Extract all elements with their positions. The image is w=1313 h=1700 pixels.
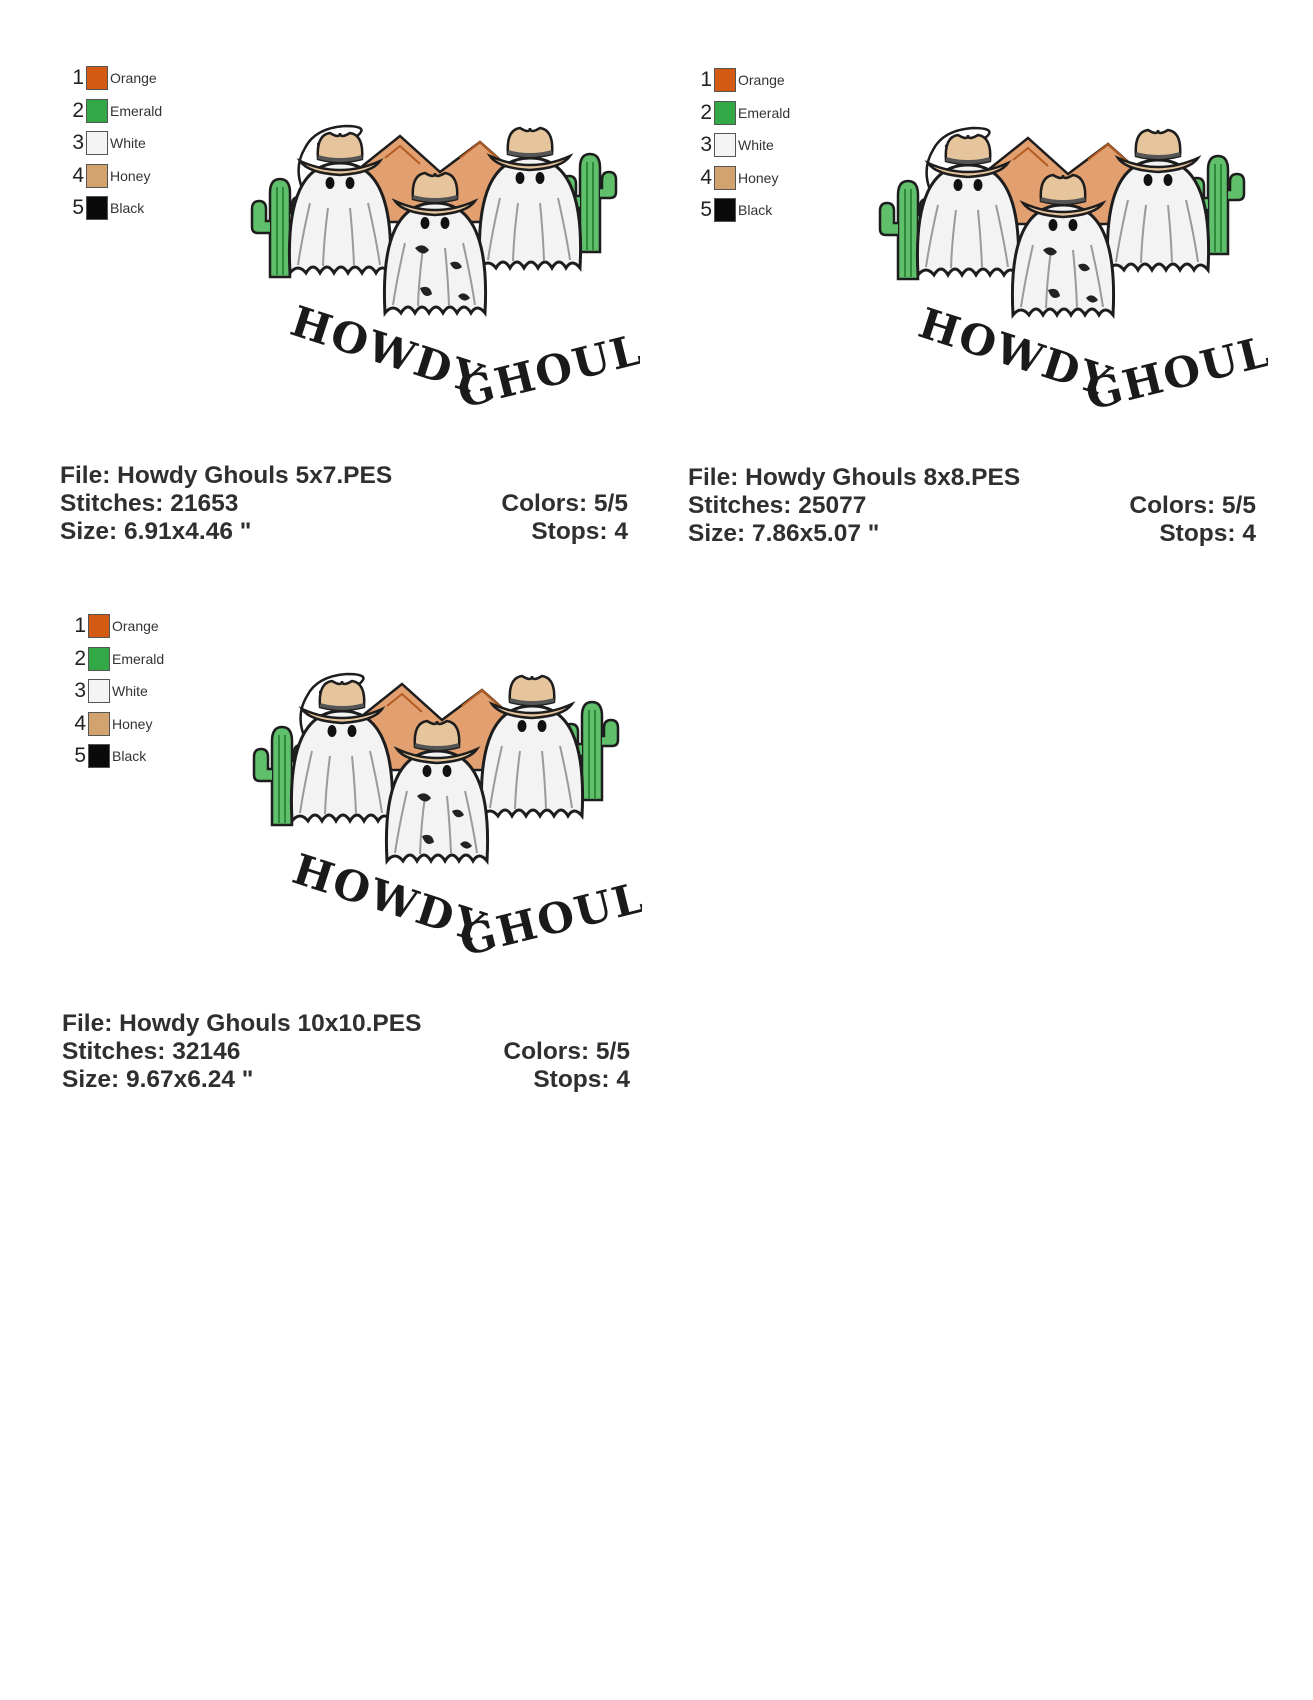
color-name: Honey xyxy=(738,169,779,186)
white-swatch xyxy=(86,131,108,156)
howdy-ghouls-embroidery-image xyxy=(240,58,640,453)
legend-row: 1 Orange xyxy=(74,610,164,643)
color-number: 2 xyxy=(74,646,86,670)
legend-row: 5 Black xyxy=(700,194,790,227)
color-name: Orange xyxy=(112,618,159,635)
color-number: 4 xyxy=(700,165,712,189)
honey-swatch xyxy=(86,163,108,188)
howdy-ghouls-embroidery-image xyxy=(242,606,642,1001)
file-info: File: Howdy Ghouls 5x7.PES Stitches: 216… xyxy=(60,462,628,546)
howdy-ghouls-embroidery-image xyxy=(868,60,1268,455)
design-size: Size: 7.86x5.07 " xyxy=(688,520,880,547)
design-card-8x8: 1 Orange 2 Emerald 3 White 4 Honey 5 Black Fi… xyxy=(688,60,1268,547)
color-name: Black xyxy=(110,200,145,217)
emerald-swatch xyxy=(86,98,108,123)
emerald-swatch xyxy=(714,100,736,125)
legend-row: 1 Orange xyxy=(700,64,790,97)
legend-row: 1 Orange xyxy=(72,62,162,95)
color-name: Orange xyxy=(110,70,157,87)
color-name: Emerald xyxy=(738,104,791,121)
orange-swatch xyxy=(88,614,110,639)
black-swatch xyxy=(86,196,108,221)
legend-row: 4 Honey xyxy=(74,708,164,741)
black-swatch xyxy=(714,198,736,223)
black-swatch xyxy=(88,744,110,769)
orange-swatch xyxy=(86,66,108,91)
orange-swatch xyxy=(714,68,736,93)
stitch-count: Stitches: 32146 xyxy=(62,1038,241,1065)
color-count: Colors: 5/5 xyxy=(501,490,628,517)
legend-row: 5 Black xyxy=(72,192,162,225)
file-info: File: Howdy Ghouls 10x10.PES Stitches: 3… xyxy=(62,1010,630,1094)
color-name: Black xyxy=(738,202,773,219)
legend-row: 2 Emerald xyxy=(700,97,790,130)
file-name: File: Howdy Ghouls 8x8.PES xyxy=(688,464,1021,491)
legend-row: 3 White xyxy=(700,129,790,162)
legend-row: 5 Black xyxy=(74,740,164,773)
color-name: Black xyxy=(112,748,147,765)
color-number: 4 xyxy=(72,163,84,187)
color-name: White xyxy=(110,135,146,152)
color-number: 2 xyxy=(72,98,84,122)
legend-row: 3 White xyxy=(74,675,164,708)
legend-row: 4 Honey xyxy=(700,162,790,195)
honey-swatch xyxy=(88,711,110,736)
design-size: Size: 9.67x6.24 " xyxy=(62,1066,254,1093)
color-number: 1 xyxy=(74,614,86,638)
color-number: 3 xyxy=(74,679,86,703)
white-swatch xyxy=(714,133,736,158)
thread-color-legend: 1 Orange 2 Emerald 3 White 4 Honey 5 Black xyxy=(74,610,164,773)
color-name: Emerald xyxy=(112,650,165,667)
thread-color-legend: 1 Orange 2 Emerald 3 White 4 Honey 5 Black xyxy=(72,62,162,225)
color-number: 5 xyxy=(74,744,86,768)
thread-color-legend: 1 Orange 2 Emerald 3 White 4 Honey 5 Black xyxy=(700,64,790,227)
stop-count: Stops: 4 xyxy=(1159,520,1256,547)
color-name: Emerald xyxy=(110,102,163,119)
color-number: 3 xyxy=(700,133,712,157)
color-name: White xyxy=(738,137,774,154)
stop-count: Stops: 4 xyxy=(533,1066,630,1093)
color-name: White xyxy=(112,683,148,700)
color-name: Orange xyxy=(738,72,785,89)
color-number: 1 xyxy=(72,66,84,90)
honey-swatch xyxy=(714,165,736,190)
stop-count: Stops: 4 xyxy=(531,518,628,545)
emerald-swatch xyxy=(88,646,110,671)
legend-row: 2 Emerald xyxy=(72,95,162,128)
legend-row: 4 Honey xyxy=(72,160,162,193)
color-name: Honey xyxy=(110,167,151,184)
design-card-5x7: 1 Orange 2 Emerald 3 White 4 Honey 5 Black Fi… xyxy=(60,58,640,545)
color-number: 4 xyxy=(74,711,86,735)
legend-row: 2 Emerald xyxy=(74,643,164,676)
color-number: 5 xyxy=(700,198,712,222)
white-swatch xyxy=(88,679,110,704)
legend-row: 3 White xyxy=(72,127,162,160)
color-name: Honey xyxy=(112,715,153,732)
color-count: Colors: 5/5 xyxy=(503,1038,630,1065)
file-name: File: Howdy Ghouls 10x10.PES xyxy=(62,1010,422,1037)
stitch-count: Stitches: 25077 xyxy=(688,492,867,519)
color-number: 1 xyxy=(700,68,712,92)
design-card-10x10: 1 Orange 2 Emerald 3 White 4 Honey 5 Black Fi… xyxy=(62,606,642,1093)
design-size: Size: 6.91x4.46 " xyxy=(60,518,252,545)
color-number: 3 xyxy=(72,131,84,155)
stitch-count: Stitches: 21653 xyxy=(60,490,239,517)
file-info: File: Howdy Ghouls 8x8.PES Stitches: 250… xyxy=(688,464,1256,548)
color-number: 2 xyxy=(700,100,712,124)
file-name: File: Howdy Ghouls 5x7.PES xyxy=(60,462,393,489)
color-number: 5 xyxy=(72,196,84,220)
color-count: Colors: 5/5 xyxy=(1129,492,1256,519)
